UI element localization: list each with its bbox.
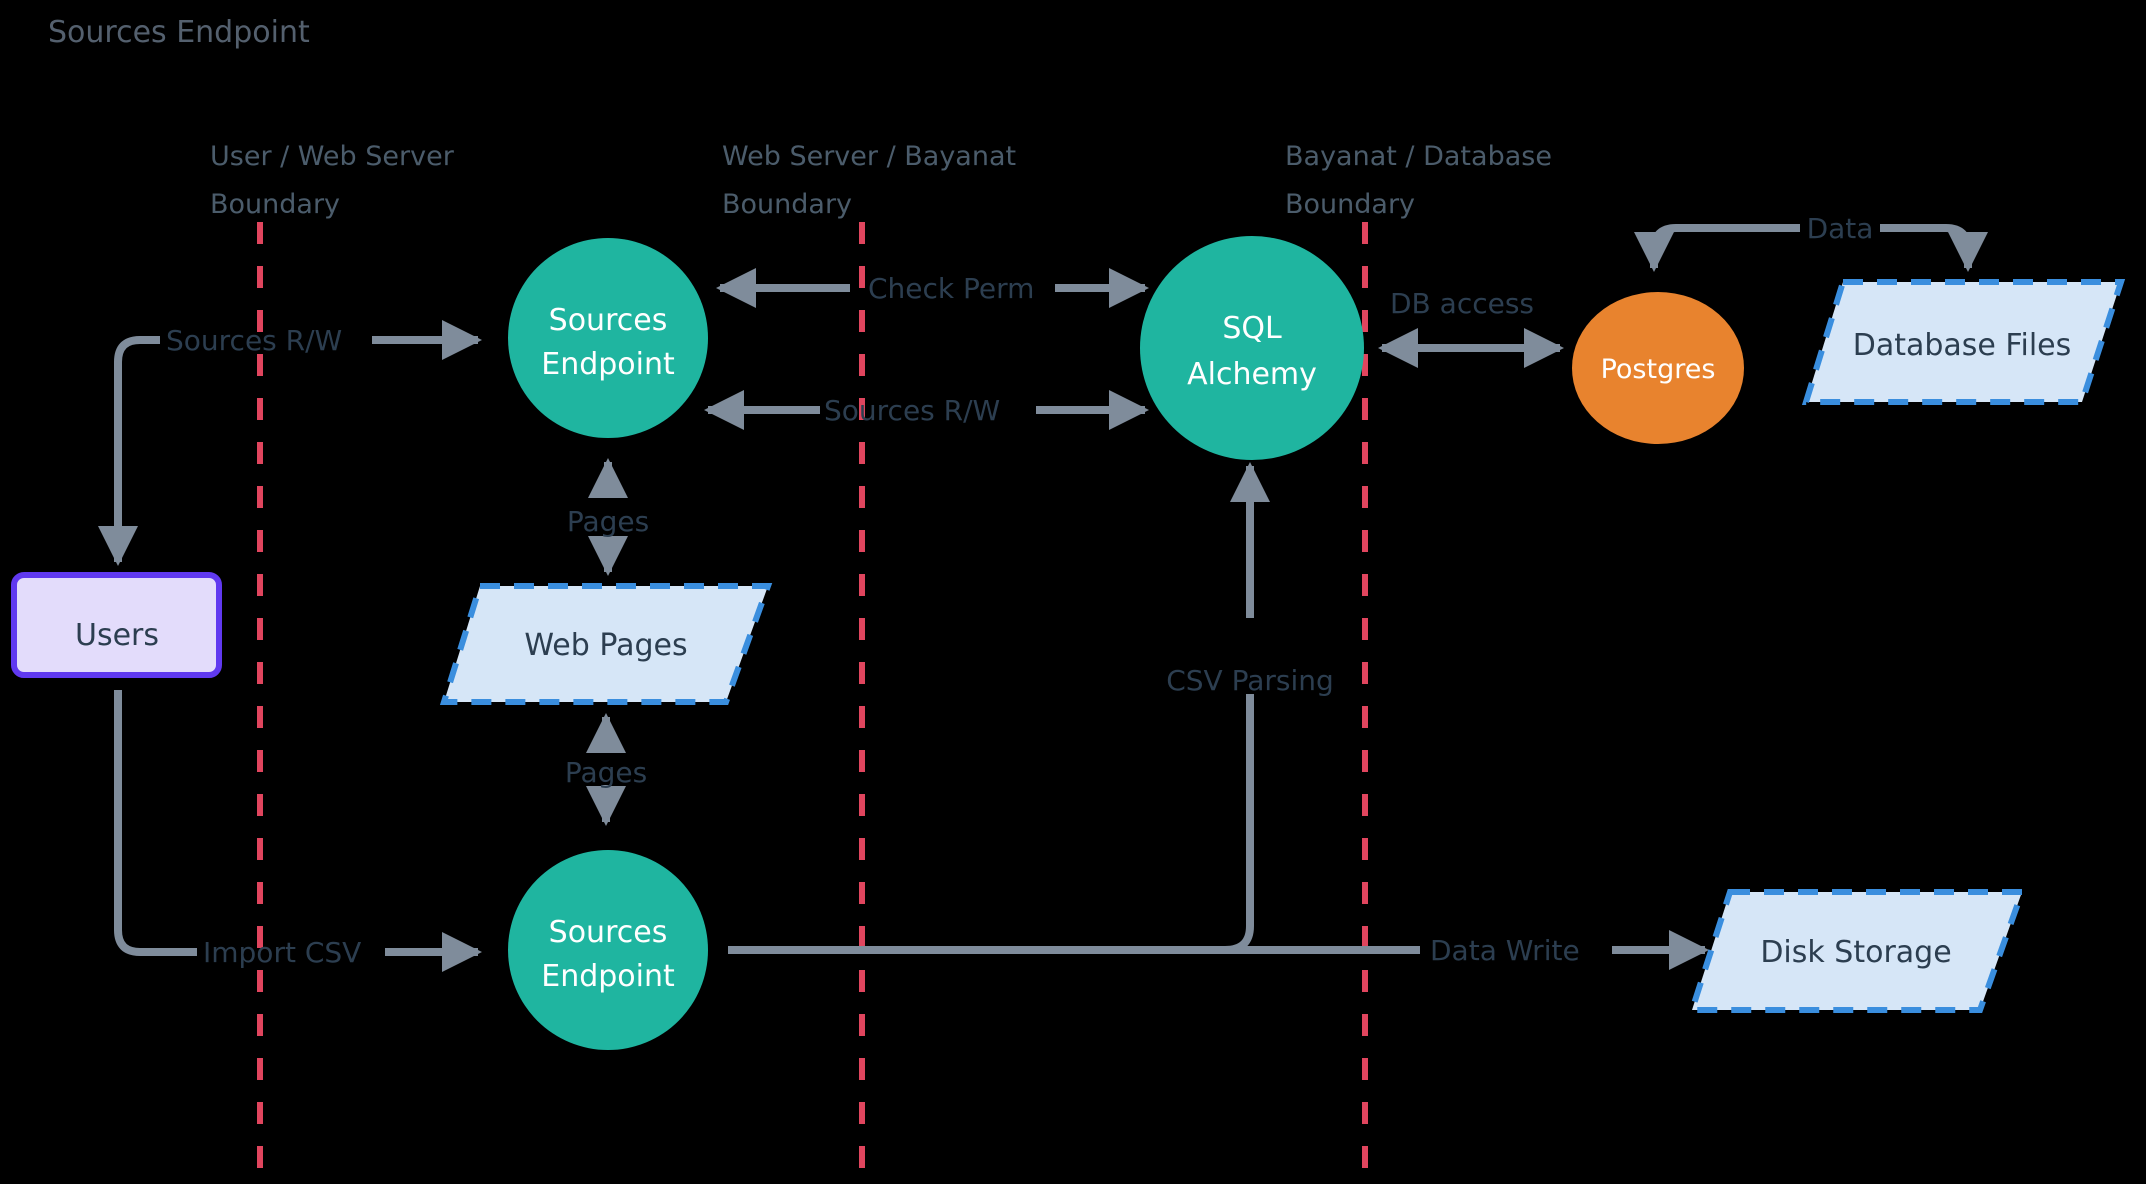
disk-storage-label: Disk Storage bbox=[1760, 935, 1951, 970]
sources-endpoint-top-circle[interactable] bbox=[508, 238, 708, 438]
flow-import-csv: Import CSV bbox=[114, 690, 482, 972]
web-pages-label: Web Pages bbox=[524, 628, 687, 663]
database-files-label: Database Files bbox=[1853, 328, 2072, 363]
disk-storage-shape[interactable] bbox=[1687, 889, 2027, 1013]
flow-line-left-segment bbox=[1650, 224, 1800, 252]
flow-label: Data bbox=[1807, 212, 1874, 245]
flow-label: Data Write bbox=[1430, 934, 1580, 967]
flow-label: Sources R/W bbox=[166, 324, 342, 357]
page-title: Sources Endpoint bbox=[48, 15, 310, 50]
sources-endpoint-bottom-label-line1: Sources bbox=[549, 915, 668, 950]
flow-data-write: Data Write bbox=[728, 930, 1709, 970]
flow-label: DB access bbox=[1390, 287, 1534, 320]
flow-db-access: DB access bbox=[1378, 287, 1564, 368]
database-files-shape[interactable] bbox=[1801, 279, 2126, 405]
flow-label: CSV Parsing bbox=[1166, 664, 1334, 697]
flow-data: Data bbox=[1634, 212, 1988, 272]
flow-label: Import CSV bbox=[203, 936, 361, 969]
flow-pages-bottom: Pages bbox=[565, 713, 647, 826]
boundary-label-line1: Web Server / Bayanat bbox=[722, 141, 1016, 172]
flow-line-segment bbox=[114, 336, 160, 555]
node-database-files[interactable]: Database Files bbox=[1801, 279, 2126, 405]
flow-csv-parsing: CSV Parsing bbox=[728, 462, 1334, 954]
flow-check-perm: Check Perm bbox=[716, 268, 1149, 308]
flow-label: Check Perm bbox=[868, 272, 1034, 305]
sql-alchemy-label-line2: Alchemy bbox=[1187, 357, 1317, 392]
node-sources-endpoint-bottom[interactable]: Sources Endpoint bbox=[508, 850, 708, 1050]
sources-endpoint-top-label-line2: Endpoint bbox=[541, 347, 675, 382]
node-sql-alchemy[interactable]: SQL Alchemy bbox=[1140, 236, 1364, 460]
flow-label: Pages bbox=[565, 756, 647, 789]
flow-sources-rw-mid: Sources R/W bbox=[704, 390, 1149, 430]
users-label: Users bbox=[75, 618, 159, 653]
users-box[interactable] bbox=[11, 572, 222, 678]
node-web-pages[interactable]: Web Pages bbox=[439, 583, 773, 705]
web-pages-shape[interactable] bbox=[439, 583, 773, 705]
boundary-label-line1: Bayanat / Database bbox=[1285, 141, 1552, 172]
flow-pages-top: Pages bbox=[567, 458, 649, 576]
node-users[interactable]: Users bbox=[11, 572, 222, 678]
postgres-circle[interactable] bbox=[1572, 292, 1744, 444]
flow-line-segment bbox=[114, 690, 197, 956]
flow-line-segment-lower bbox=[728, 694, 1254, 954]
postgres-label: Postgres bbox=[1601, 354, 1716, 385]
sources-endpoint-top-label-line1: Sources bbox=[549, 303, 668, 338]
boundary-label-line2: Boundary bbox=[722, 189, 852, 220]
flow-users-sources-rw: Sources R/W bbox=[98, 320, 482, 566]
boundary-label-line1: User / Web Server bbox=[210, 141, 455, 172]
node-postgres[interactable]: Postgres bbox=[1572, 292, 1744, 444]
boundary-label-line2: Boundary bbox=[1285, 189, 1415, 220]
node-disk-storage[interactable]: Disk Storage bbox=[1687, 889, 2027, 1013]
flow-label: Pages bbox=[567, 505, 649, 538]
boundary-label-line2: Boundary bbox=[210, 189, 340, 220]
boundary-user-web-server: User / Web Server Boundary bbox=[210, 141, 455, 1184]
sources-endpoint-bottom-label-line2: Endpoint bbox=[541, 959, 675, 994]
boundary-bayanat-database: Bayanat / Database Boundary bbox=[1285, 141, 1552, 1184]
flow-label: Sources R/W bbox=[824, 394, 1000, 427]
boundary-web-server-bayanat: Web Server / Bayanat Boundary bbox=[722, 141, 1016, 1184]
sql-alchemy-label-line1: SQL bbox=[1222, 311, 1282, 346]
flow-line-right-segment bbox=[1880, 224, 1972, 252]
sql-alchemy-circle[interactable] bbox=[1140, 236, 1364, 460]
node-sources-endpoint-top[interactable]: Sources Endpoint bbox=[508, 238, 708, 438]
sources-endpoint-bottom-circle[interactable] bbox=[508, 850, 708, 1050]
